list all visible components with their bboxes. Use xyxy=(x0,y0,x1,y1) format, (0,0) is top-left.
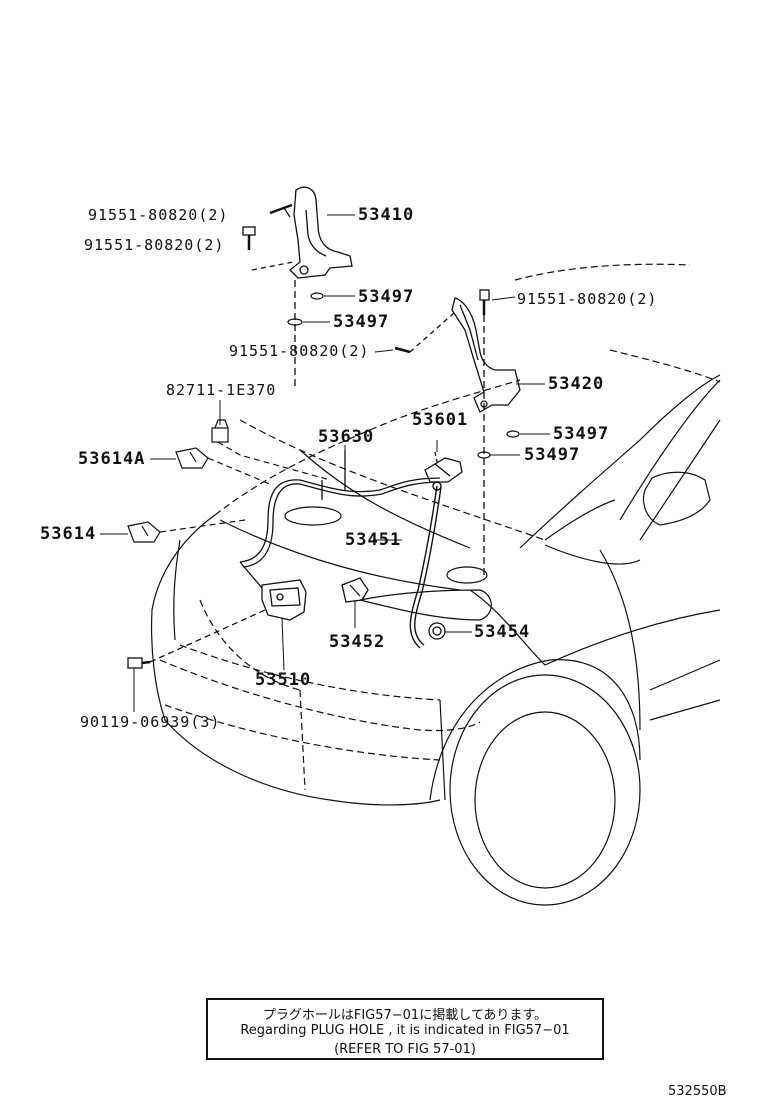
callout-91551-hinge-upper: 91551-80820(2) xyxy=(88,206,229,224)
note-line-refer: (REFER TO FIG 57-01) xyxy=(334,1042,476,1057)
reference-note-box: プラグホールはFIG57−01に掲載してあります。 Regarding PLUG… xyxy=(206,998,604,1060)
callout-53454: 53454 xyxy=(474,622,531,642)
callout-53410: 53410 xyxy=(358,205,415,225)
callout-91551-hinge-lower: 91551-80820(2) xyxy=(84,236,225,254)
washer-icon xyxy=(310,292,324,300)
grommet-53454 xyxy=(428,622,446,640)
release-lever-53601 xyxy=(424,451,463,483)
callout-53497-left-b: 53497 xyxy=(333,312,390,332)
clamp-53614 xyxy=(127,519,246,543)
figure-code: 532550B xyxy=(668,1084,727,1099)
note-line-japanese: プラグホールはFIG57−01に掲載してあります。 xyxy=(262,1008,548,1023)
callout-53497-right-a: 53497 xyxy=(553,424,610,444)
clamp-53614a xyxy=(175,447,273,486)
vehicle-body xyxy=(150,263,721,906)
washer-icon xyxy=(287,318,303,326)
callout-53451: 53451 xyxy=(345,530,402,550)
hinge-53410 xyxy=(242,186,353,390)
clip-82711 xyxy=(211,419,331,481)
callout-53614: 53614 xyxy=(40,524,97,544)
callout-91551-center: 91551-80820(2) xyxy=(229,342,370,360)
leader-lines xyxy=(100,214,550,712)
note-line-english: Regarding PLUG HOLE , it is indicated in… xyxy=(240,1023,570,1038)
callout-53497-left-a: 53497 xyxy=(358,287,415,307)
hinge-53420 xyxy=(394,289,521,580)
callout-53510: 53510 xyxy=(255,670,312,690)
bolt-90119 xyxy=(127,609,266,669)
stay-bracket-53452 xyxy=(341,577,369,603)
hood-lock-53510 xyxy=(239,561,307,621)
callout-53614a: 53614A xyxy=(78,449,146,469)
callout-53497-right-b: 53497 xyxy=(524,445,581,465)
washer-icon xyxy=(506,430,520,438)
callout-53630: 53630 xyxy=(318,427,375,447)
callout-82711: 82711-1E370 xyxy=(166,381,277,399)
callout-53601: 53601 xyxy=(412,410,469,430)
callout-90119: 90119-06939(3) xyxy=(80,713,221,731)
callout-53420: 53420 xyxy=(548,374,605,394)
callout-91551-right: 91551-80820(2) xyxy=(517,290,658,308)
callout-53452: 53452 xyxy=(329,632,386,652)
release-cable-path xyxy=(239,450,441,568)
